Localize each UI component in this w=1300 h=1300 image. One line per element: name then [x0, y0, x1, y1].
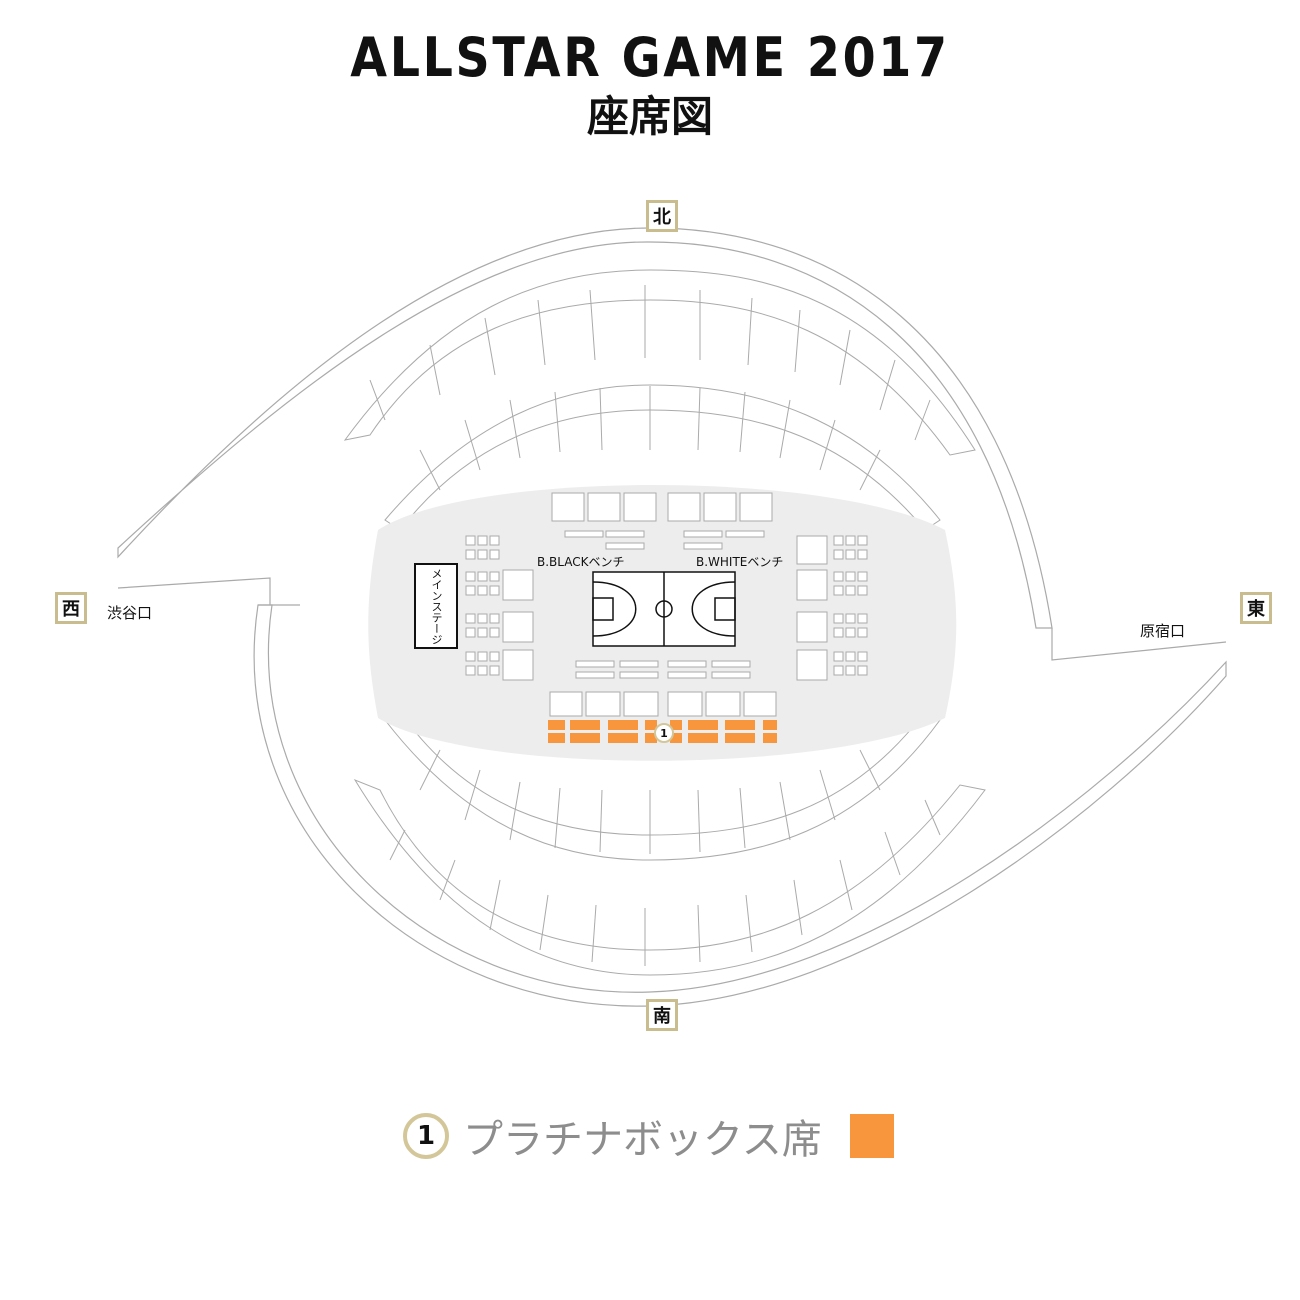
- south-upper-tier: [353, 778, 986, 976]
- east-entrance-path: [1051, 628, 1227, 661]
- platinum-marker-circle: [654, 723, 674, 743]
- legend: 1 プラチナボックス席: [403, 1108, 894, 1164]
- legend-number-marker: 1: [403, 1113, 449, 1159]
- south-upper-sections: [389, 799, 941, 966]
- direction-south: 南: [646, 999, 678, 1031]
- west-entrance-path: [117, 577, 300, 606]
- north-lower-sections: [419, 386, 881, 491]
- legend-color-swatch: [849, 1114, 894, 1158]
- exit-west-label: 渋谷口: [107, 604, 153, 622]
- floor-seats-south: [549, 660, 777, 717]
- direction-north: 北: [646, 200, 678, 232]
- floor-seats-west: [465, 535, 534, 681]
- main-stage: メインステージ: [414, 563, 458, 649]
- floor-seats-east: [796, 535, 868, 681]
- direction-west: 西: [55, 592, 87, 624]
- platinum-box-seats: [548, 720, 777, 743]
- direction-east: 東: [1240, 592, 1272, 624]
- outer-ring-north: [117, 227, 1053, 629]
- floor-seats-north: [551, 492, 773, 550]
- outer-ring-south: [253, 604, 1227, 1007]
- platinum-marker-number: 1: [660, 727, 668, 740]
- north-upper-tier: [343, 269, 976, 456]
- legend-label: プラチナボックス席: [463, 1117, 822, 1163]
- basketball-court: [592, 571, 736, 647]
- bench-black-label: B.BLACKベンチ: [537, 555, 625, 569]
- exit-east-label: 原宿口: [1140, 622, 1186, 640]
- south-lower-sections: [419, 749, 881, 854]
- page-subtitle: 座席図: [586, 92, 713, 141]
- page-title: ALLSTAR GAME 2017: [350, 26, 950, 89]
- north-upper-sections: [369, 285, 931, 441]
- bench-white-label: B.WHITEベンチ: [696, 555, 784, 569]
